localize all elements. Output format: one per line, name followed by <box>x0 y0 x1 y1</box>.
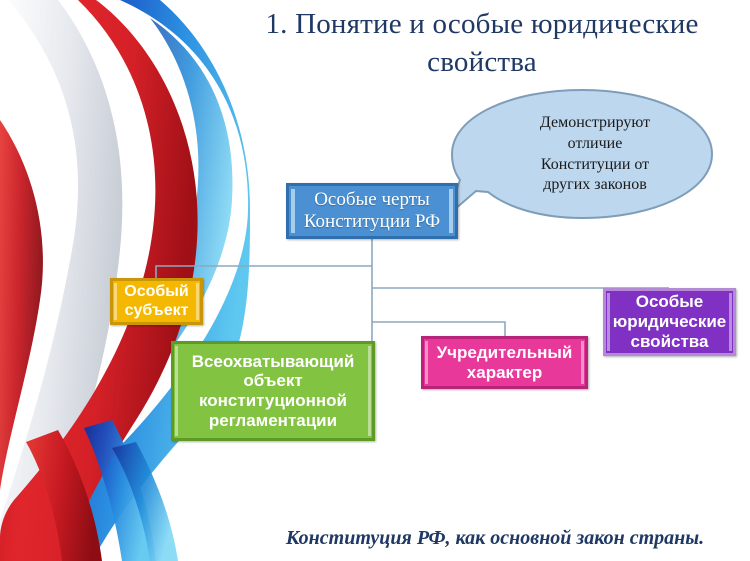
node-root-label: Особые черты Конституции РФ <box>303 188 441 232</box>
callout-bubble <box>446 88 714 220</box>
node-root-osobye-cherty[interactable]: Особые черты Конституции РФ <box>286 183 458 239</box>
node-osobyi-subekt-label: Особый субъект <box>124 282 189 319</box>
node-osobyi-subekt[interactable]: Особый субъект <box>110 278 203 325</box>
node-vseohvatyvayushchiy-obekt-label: Всеохватывающий объект конституционной р… <box>191 351 355 430</box>
slide-caption: Конституция РФ, как основной закон стран… <box>285 527 705 549</box>
node-uchreditelnyi-harakter-label: Учредительный характер <box>436 342 573 382</box>
node-osobye-yuridicheskie-svoystva-label: Особые юридические свойства <box>612 292 727 351</box>
node-uchreditelnyi-harakter[interactable]: Учредительный характер <box>421 336 588 389</box>
slide-title: 1. Понятие и особые юридические свойства <box>265 8 699 78</box>
node-osobye-yuridicheskie-svoystva[interactable]: Особые юридические свойства <box>603 288 736 356</box>
callout-bubble-text: Демонстрируют отличие Конституции от дру… <box>539 114 651 194</box>
node-vseohvatyvayushchiy-obekt[interactable]: Всеохватывающий объект конституционной р… <box>171 341 375 441</box>
